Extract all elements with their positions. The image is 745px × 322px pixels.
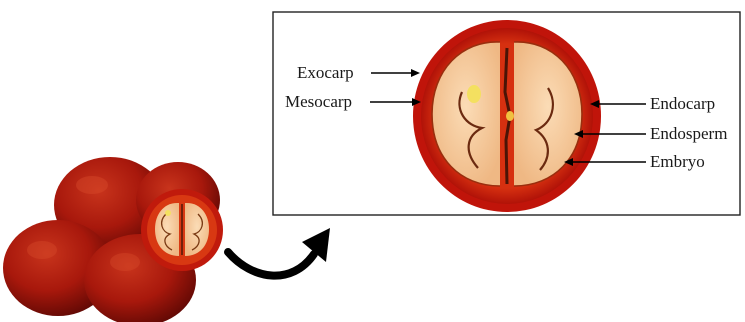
fruit-highlight — [110, 253, 140, 271]
fruit-highlight — [76, 176, 108, 194]
small-cross-section — [141, 189, 223, 271]
curved-arrow — [228, 228, 330, 276]
label-embryo: Embryo — [650, 152, 705, 171]
label-endocarp: Endocarp — [650, 94, 715, 113]
label-exocarp: Exocarp — [297, 63, 354, 82]
large-cross-section — [413, 20, 601, 212]
label-endosperm: Endosperm — [650, 124, 727, 143]
label-mesocarp: Mesocarp — [285, 92, 352, 111]
fruit-highlight — [27, 241, 57, 259]
embryo-spot — [467, 85, 481, 103]
